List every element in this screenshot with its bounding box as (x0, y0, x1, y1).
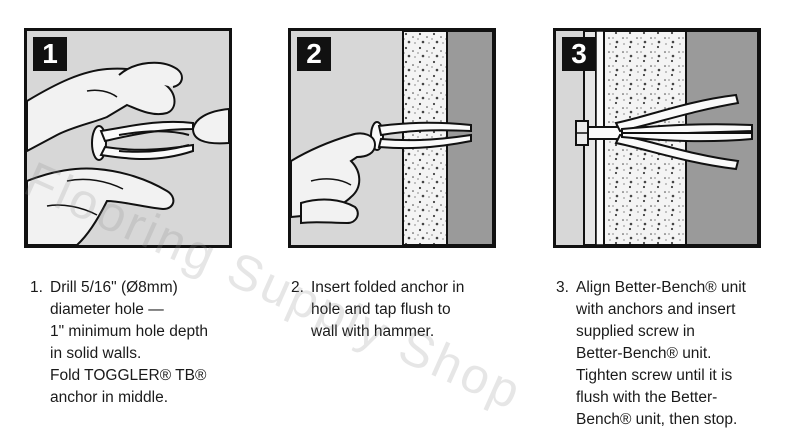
step-1-line-5: Fold TOGGLER® TB® (50, 367, 207, 384)
step-2-caption: 2. Insert folded anchor in hole and tap … (291, 277, 531, 343)
anchor-expanded (587, 93, 753, 171)
step-3-line-2: with anchors and insert (576, 301, 736, 318)
step-3-line-4: Better-Bench® unit. (576, 345, 712, 362)
step-3-illustration-panel: 3 (553, 28, 761, 248)
toggler-anchor (91, 120, 194, 161)
step-1-caption-number: 1. (30, 279, 43, 296)
right-fingertips (191, 107, 229, 145)
step-1-illustration-panel: 1 (24, 28, 232, 248)
tighten-screw-illustration (575, 31, 758, 245)
fold-anchor-illustration (27, 61, 229, 245)
step-2-line-2: hole and tap flush to (311, 301, 451, 318)
step-1-line-1: Drill 5/16" (Ø8mm) (50, 279, 178, 296)
step-1-number-badge: 1 (33, 37, 67, 71)
step-2-caption-number: 2. (291, 279, 304, 296)
step-1-line-3: 1" minimum hole depth (50, 323, 208, 340)
step-3-number-badge: 3 (562, 37, 596, 71)
step-2-illustration-panel: 2 (288, 28, 496, 248)
step-2-number-badge: 2 (297, 37, 331, 71)
step-1-line-6: anchor in middle. (50, 389, 169, 406)
insert-anchor-illustration (291, 31, 493, 245)
step-3-line-5: Tighten screw until it is (576, 367, 733, 384)
step-3-caption: 3. Align Better-Bench® unit with anchors… (556, 277, 796, 431)
step-3-line-7: Bench® unit, then stop. (576, 411, 738, 428)
step-3-line-6: flush with the Better- (576, 389, 718, 406)
step-3-line-1: Align Better-Bench® unit (576, 279, 746, 296)
step-1-line-4: in solid walls. (50, 345, 142, 362)
step-2-line-3: wall with hammer. (311, 323, 435, 340)
step-3-line-3: supplied screw in (576, 323, 695, 340)
step-2-line-1: Insert folded anchor in (311, 279, 465, 296)
upper-hand (27, 67, 176, 153)
lower-hand (27, 167, 175, 245)
step-3-caption-number: 3. (556, 279, 569, 296)
step-1-caption: 1. Drill 5/16" (Ø8mm) diameter hole — 1"… (30, 277, 260, 409)
step-1-line-2: diameter hole — (50, 301, 164, 318)
